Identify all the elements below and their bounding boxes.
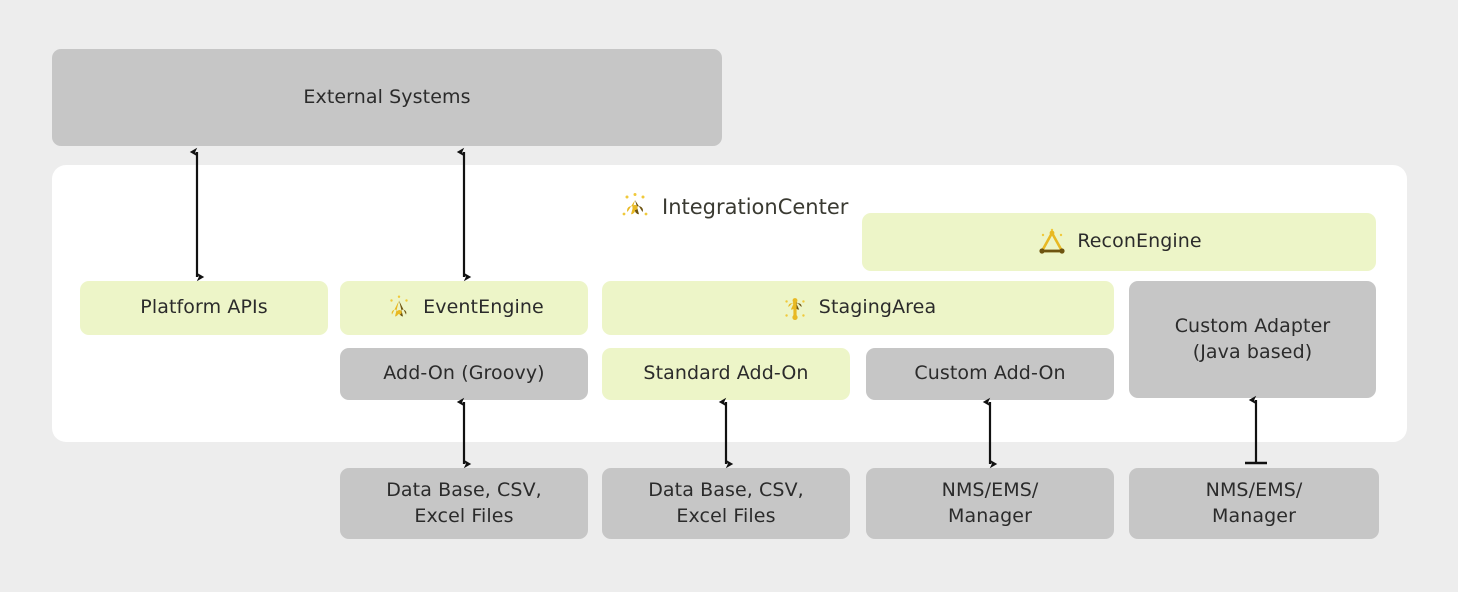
recon-engine-box: ReconEngine — [862, 213, 1376, 271]
eventengine-logo-icon — [384, 293, 414, 323]
external-systems-label: External Systems — [303, 85, 471, 108]
event-engine-box: EventEngine — [340, 281, 588, 335]
staging-area-box: StagingArea — [602, 281, 1114, 335]
integrationcenter-logo-icon — [618, 190, 652, 224]
source-nms-ems-manager-1-label: NMS/EMS/ Manager — [941, 479, 1039, 527]
reconengine-logo-icon — [1036, 226, 1068, 258]
custom-adapter-box: Custom Adapter (Java based) — [1129, 281, 1376, 398]
event-engine-label: EventEngine — [423, 296, 544, 319]
integration-center-label: IntegrationCenter — [662, 195, 849, 219]
addon-groovy-label: Add-On (Groovy) — [383, 362, 545, 385]
source-database-csv-1-box: Data Base, CSV, Excel Files — [340, 468, 588, 539]
source-database-csv-2-label: Data Base, CSV, Excel Files — [648, 479, 804, 527]
addon-standard-label: Standard Add-On — [643, 362, 809, 385]
source-database-csv-1-label: Data Base, CSV, Excel Files — [386, 479, 542, 527]
staging-area-label: StagingArea — [818, 296, 937, 319]
custom-adapter-label: Custom Adapter (Java based) — [1174, 315, 1331, 363]
stagingarea-logo-icon — [780, 293, 810, 323]
addon-custom-label: Custom Add-On — [914, 362, 1066, 385]
source-nms-ems-manager-2-label: NMS/EMS/ Manager — [1205, 479, 1303, 527]
platform-apis-label: Platform APIs — [140, 296, 268, 319]
external-systems-box: External Systems — [52, 49, 722, 146]
addon-standard-box: Standard Add-On — [602, 348, 850, 400]
source-database-csv-2-box: Data Base, CSV, Excel Files — [602, 468, 850, 539]
recon-engine-label: ReconEngine — [1077, 230, 1202, 253]
source-nms-ems-manager-1-box: NMS/EMS/ Manager — [866, 468, 1114, 539]
addon-groovy-box: Add-On (Groovy) — [340, 348, 588, 400]
integration-center-title: IntegrationCenter — [618, 188, 848, 226]
source-nms-ems-manager-2-box: NMS/EMS/ Manager — [1129, 468, 1379, 539]
platform-apis-box: Platform APIs — [80, 281, 328, 335]
addon-custom-box: Custom Add-On — [866, 348, 1114, 400]
